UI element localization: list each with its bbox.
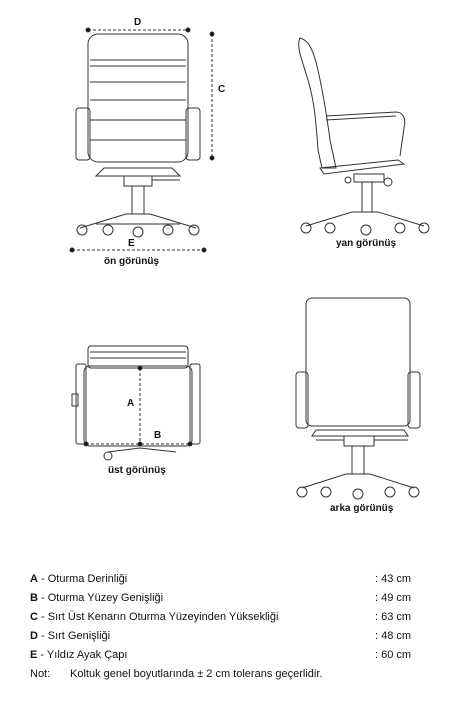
spec-value: : 60 cm [375,649,412,661]
top-lever [71,393,79,407]
spec-sep: - [37,649,47,661]
caster [408,486,420,498]
specification-table: A - Oturma Derinliği : 43 cm B - Oturma … [30,570,430,684]
caster [352,488,364,500]
note-label: Not: [30,668,51,680]
dim-letter-c: C [218,84,226,95]
top-armrest-left [75,363,87,445]
top-armrest-right [189,363,201,445]
caster [296,486,308,498]
dimension-dot [85,27,91,33]
back-armrest-right [407,371,421,429]
dimension-dot [209,155,215,161]
back-star-base [301,473,415,489]
view-label-back: arka görünüş [330,503,394,514]
front-mechanism [123,175,153,187]
back-backrest [305,297,411,427]
back-gas-lift [351,445,365,475]
spec-sep: - [37,630,48,642]
side-backrest [298,37,337,169]
dimension-dot [209,31,215,37]
spec-row-a: A - Oturma Derinliği : 43 cm [30,570,430,589]
spec-row-b: B - Oturma Yüzey Genişliği : 49 cm [30,589,430,608]
caster [103,451,113,461]
top-base-hint [107,447,177,453]
spec-value: : 49 cm [375,592,412,604]
spec-key: D [30,630,38,642]
front-armrest-right [185,107,201,161]
spec-key: A [30,573,38,585]
spec-label: Sırt Üst Kenarın Oturma Yüzeyinden Yükse… [47,611,279,623]
front-backrest [87,33,189,163]
spec-row-c: C - Sırt Üst Kenarın Oturma Yüzeyinden Y… [30,608,430,627]
view-label-side: yan görünüş [336,238,397,249]
side-knob [344,176,352,184]
spec-key: B [30,592,38,604]
back-armrest-left [295,371,309,429]
technical-drawing: D C E A B ön görünüş yan görünüş üst gör… [69,17,430,514]
front-armrest-left [75,107,91,161]
spec-label: Oturma Derinliği [47,573,128,585]
dim-letter-d: D [134,17,142,28]
side-armrest-inner [325,115,397,121]
dimension-dot [201,247,207,253]
side-mechanism [353,173,385,183]
front-view [69,27,215,253]
caster [360,224,372,236]
spec-sep: - [37,573,48,585]
spec-row-d: D - Sırt Genişliği : 48 cm [30,627,430,646]
dimension-dot [69,247,75,253]
dimension-dot [185,27,191,33]
front-star-base [79,213,197,229]
dimension-dot [137,365,143,371]
caster [162,224,174,236]
caster [418,222,430,234]
dim-letter-e: E [128,238,135,249]
side-armrest [325,111,406,157]
spec-sep: - [37,611,48,623]
dimension-dot [187,441,193,447]
spec-sep: - [37,592,48,604]
caster [188,224,200,236]
caster [394,222,406,234]
spec-value: : 48 cm [375,630,412,642]
front-gas-lift [131,185,145,215]
dim-letter-b: B [154,430,162,441]
spec-label: Oturma Yüzey Genişliği [47,592,164,604]
side-view [298,37,430,236]
front-seat-bottom [94,167,182,177]
top-seat [83,365,193,447]
top-view [71,345,201,461]
spec-label: Yıldız Ayak Çapı [46,649,128,661]
spec-value: : 43 cm [375,573,412,585]
spec-key: E [30,649,38,661]
caster [324,222,336,234]
side-knob [383,177,393,187]
side-seat [319,159,406,175]
side-star-base [305,211,425,227]
chair-drawing-svg [69,27,430,500]
caster [384,486,396,498]
spec-value: : 63 cm [375,611,412,623]
dim-letter-a: A [127,398,135,409]
dimension-dot [83,441,89,447]
caster [300,222,312,234]
view-label-top: üst görünüş [108,465,166,476]
spec-row-e: E - Yıldız Ayak Çapı : 60 cm [30,646,430,665]
note-text: Koltuk genel boyutlarında ± 2 cm toleran… [70,668,323,680]
spec-label: Sırt Genişliği [47,630,111,642]
back-seat-bottom [311,429,409,437]
caster [102,224,114,236]
note-row: Not: Koltuk genel boyutlarında ± 2 cm tol… [30,665,430,684]
back-view [295,297,421,500]
top-backrest [87,345,189,369]
caster [320,486,332,498]
spec-key: C [30,611,38,623]
back-mechanism [343,435,375,447]
caster [76,224,88,236]
view-label-front: ön görünüş [104,256,159,267]
side-gas-lift [361,181,373,213]
caster [132,226,144,238]
